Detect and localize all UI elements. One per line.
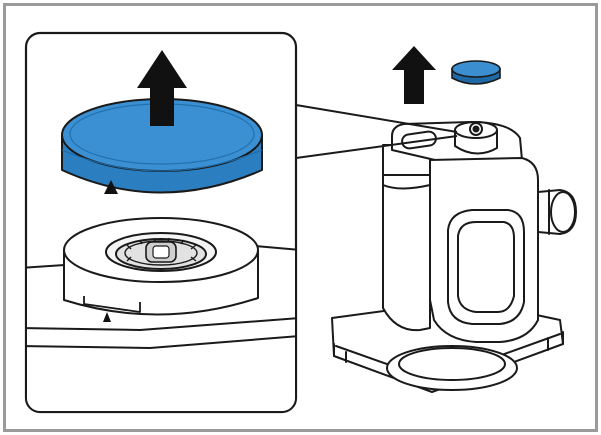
arrow-up-icon (392, 46, 436, 104)
callout-leader (295, 104, 458, 159)
triangle-marker-icon (103, 312, 111, 322)
triangle-marker-icon (104, 180, 118, 194)
mixer-column (382, 144, 431, 332)
large-cap (61, 98, 263, 194)
head-release-button (401, 130, 437, 150)
arrow-up-icon (137, 50, 187, 126)
stand-mixer (331, 121, 577, 393)
small-cap (451, 60, 501, 85)
